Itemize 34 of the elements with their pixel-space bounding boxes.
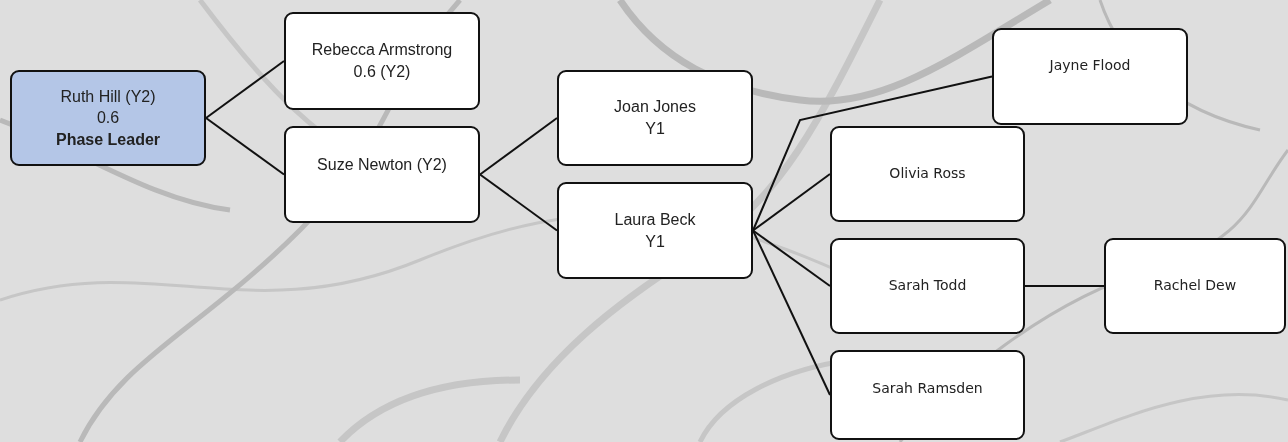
name-box xyxy=(830,350,1025,440)
detail-text: 0.6 (Y2) xyxy=(353,63,411,81)
person-name: Sarah Ramsden xyxy=(872,381,983,397)
detail-text: 0.6 xyxy=(96,109,120,127)
name-box xyxy=(1104,238,1286,334)
name-box xyxy=(830,126,1025,222)
person-name: Ruth Hill (Y2) xyxy=(60,87,156,106)
connector-line xyxy=(479,117,558,176)
name-box xyxy=(557,70,753,166)
detail-text: Phase Leader xyxy=(55,130,161,149)
connector-line xyxy=(752,229,831,396)
name-box xyxy=(284,12,480,110)
name-box xyxy=(284,126,480,223)
connector-line xyxy=(479,173,558,232)
connector-line xyxy=(752,75,993,232)
connector-line xyxy=(1024,285,1105,287)
person-name: Olivia Ross xyxy=(889,166,966,182)
person-name: Rebecca Armstrong xyxy=(311,41,453,59)
person-name: Sarah Todd xyxy=(888,278,967,294)
detail-text: Y1 xyxy=(645,120,665,138)
connector-line xyxy=(205,60,285,119)
connector-line xyxy=(205,117,285,176)
name-box xyxy=(992,28,1188,125)
connector-line xyxy=(752,229,831,287)
connector-line xyxy=(752,173,831,232)
person-name: Laura Beck xyxy=(614,210,696,229)
detail-text: Y1 xyxy=(645,232,665,251)
name-box xyxy=(830,238,1025,334)
name-box xyxy=(10,70,206,166)
name-box xyxy=(557,182,753,279)
person-name: Suze Newton (Y2) xyxy=(317,155,447,174)
person-name: Joan Jones xyxy=(614,98,696,116)
person-name: Jayne Flood xyxy=(1049,57,1131,74)
person-name: Rachel Dew xyxy=(1153,278,1237,294)
